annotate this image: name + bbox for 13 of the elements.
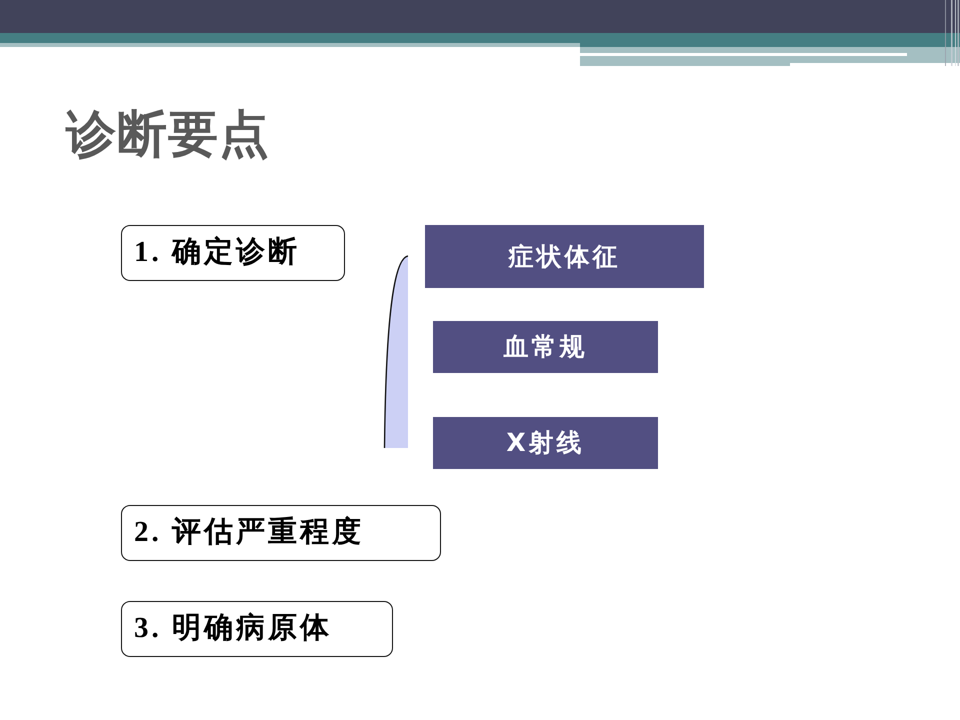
slide-title: 诊断要点 — [66, 104, 270, 164]
item-label: X射线 — [506, 429, 585, 457]
item-box — [433, 321, 658, 373]
item-label: 血常规 — [504, 333, 588, 361]
step-box — [121, 505, 441, 561]
step-label: 2. 评估严重程度 — [134, 517, 364, 549]
item-box — [425, 225, 704, 288]
step-box — [121, 601, 393, 657]
item-box — [433, 417, 658, 469]
item-label: 症状体征 — [508, 242, 620, 270]
step-label: 3. 明确病原体 — [134, 613, 332, 645]
step-box — [121, 225, 345, 281]
step-label: 1. 确定诊断 — [134, 237, 300, 269]
